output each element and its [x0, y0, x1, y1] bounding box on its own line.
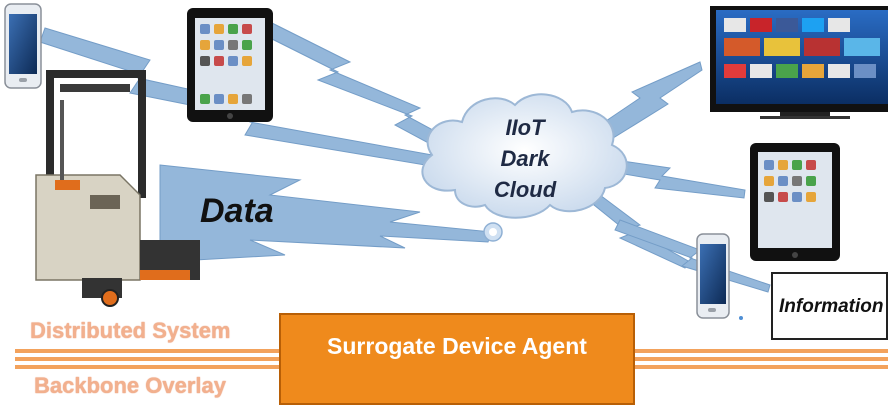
cloud-line-3: Cloud — [493, 177, 557, 202]
cloud-label: IIoT Dark Cloud — [470, 112, 580, 205]
forklift-icon — [35, 70, 200, 307]
phone-icon — [696, 233, 743, 320]
lightning-bolt-icon — [39, 21, 851, 329]
backbone-overlay-label: Backbone Overlay — [34, 373, 226, 398]
distributed-system-label: Distributed System — [30, 318, 231, 343]
information-box: Information — [771, 272, 888, 340]
phone-icon — [4, 3, 42, 89]
data-label: Data — [200, 192, 274, 230]
cloud-icon — [421, 93, 628, 242]
tablet-icon — [187, 8, 273, 122]
tablet-icon — [750, 143, 840, 261]
smart-tv-icon — [710, 6, 888, 119]
surrogate-device-agent-label: Surrogate Device Agent — [327, 333, 587, 359]
cloud-line-2: Dark — [500, 146, 550, 171]
surrogate-device-agent-box: Surrogate Device Agent — [279, 313, 635, 405]
information-label: Information — [779, 296, 884, 317]
backbone-stripes — [15, 349, 888, 369]
cloud-line-1: IIoT — [505, 115, 545, 140]
